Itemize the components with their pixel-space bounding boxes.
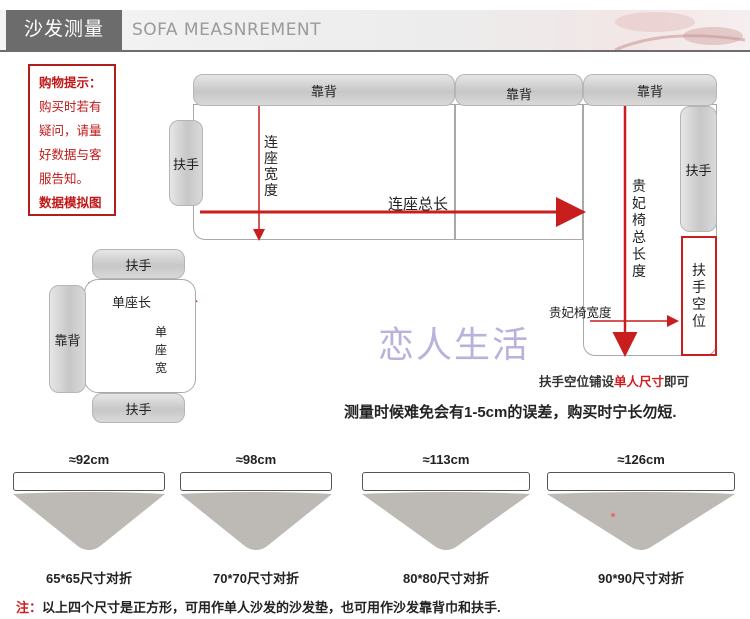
single-armrest-bottom: 扶手 xyxy=(92,393,185,423)
armrest-gap-label: 扶手空位 xyxy=(692,262,706,329)
armrest-gap-note: 扶手空位铺设单人尺寸即可 xyxy=(539,375,690,389)
sofa-armrest-right: 扶手 xyxy=(680,106,717,232)
cushion-size-caption: 65*65尺寸对折 xyxy=(46,571,132,586)
tip-line: 疑问，请量 xyxy=(39,124,102,138)
chaise-length-label: 贵妃椅总长度 xyxy=(632,178,646,279)
backrest-label: 靠背 xyxy=(54,332,81,348)
watermark-text: 恋人生活 xyxy=(378,325,531,366)
single-armrest-top: 扶手 xyxy=(92,249,185,279)
sofa-seat-middle xyxy=(455,104,583,240)
cushion-span-label: ≈113cm xyxy=(422,452,470,467)
header-decoration-image xyxy=(614,12,746,52)
tip-line: 服告知。 xyxy=(39,172,90,186)
cushion-span-label: ≈126cm xyxy=(617,452,665,467)
backrest-label: 靠背 xyxy=(310,83,337,99)
sofa-backrest-1: 靠背 xyxy=(193,74,455,106)
cushion-span-label: ≈98cm xyxy=(235,452,277,467)
footnote-text: 以上四个尺寸是正方形，可用作单人沙发的沙发垫，也可用作沙发靠背巾和扶手. xyxy=(42,600,501,615)
backrest-label: 靠背 xyxy=(636,83,663,99)
header-rule xyxy=(0,50,750,52)
measurement-error-note: 测量时候难免会有1-5cm的误差，购买时宁长勿短. xyxy=(344,404,677,421)
chaise-width-label: 贵妃椅宽度 xyxy=(549,306,612,320)
sofa-seat-left xyxy=(193,104,455,240)
footnote-label: 注： xyxy=(16,600,43,615)
shopping-tip-box: 购物提示： 购买时若有 疑问，请量 好数据与客 服告知。 数据模拟图 xyxy=(28,64,116,216)
armrest-label: 扶手 xyxy=(125,257,152,273)
cushion-size-caption: 70*70尺寸对折 xyxy=(213,571,299,586)
armrest-label: 扶手 xyxy=(125,401,152,417)
cushion-size-caption: 80*80尺寸对折 xyxy=(403,571,489,586)
armrest-label: 扶手 xyxy=(172,156,199,172)
tip-line: 购买时若有 xyxy=(39,100,102,114)
cushion-size-caption: 90*90尺寸对折 xyxy=(598,571,684,586)
page-subtitle: SOFA MEASNREMENT xyxy=(132,20,322,40)
single-seat xyxy=(84,279,196,393)
armrest-label: 扶手 xyxy=(685,162,712,178)
single-width-label: 单座宽 xyxy=(154,325,167,375)
backrest-label: 靠背 xyxy=(505,86,532,102)
cushion-span-label: ≈92cm xyxy=(68,452,110,467)
single-length-label: 单座长 xyxy=(112,295,152,310)
tip-heading: 购物提示： xyxy=(39,76,102,90)
armrest-gap-box xyxy=(681,236,717,356)
sofa-armrest-left: 扶手 xyxy=(169,120,203,206)
page-title: 沙发测量 xyxy=(6,10,122,50)
single-backrest: 靠背 xyxy=(49,285,86,393)
total-length-label: 连座总长 xyxy=(388,196,449,213)
sofa-backrest-3: 靠背 xyxy=(583,74,717,106)
seat-width-label: 连座宽度 xyxy=(264,134,278,198)
tip-footer: 数据模拟图 xyxy=(39,196,102,210)
sofa-backrest-2: 靠背 xyxy=(455,74,583,106)
tip-line: 好数据与客 xyxy=(39,148,102,162)
footnote: 注：以上四个尺寸是正方形，可用作单人沙发的沙发垫，也可用作沙发靠背巾和扶手. xyxy=(16,597,501,616)
